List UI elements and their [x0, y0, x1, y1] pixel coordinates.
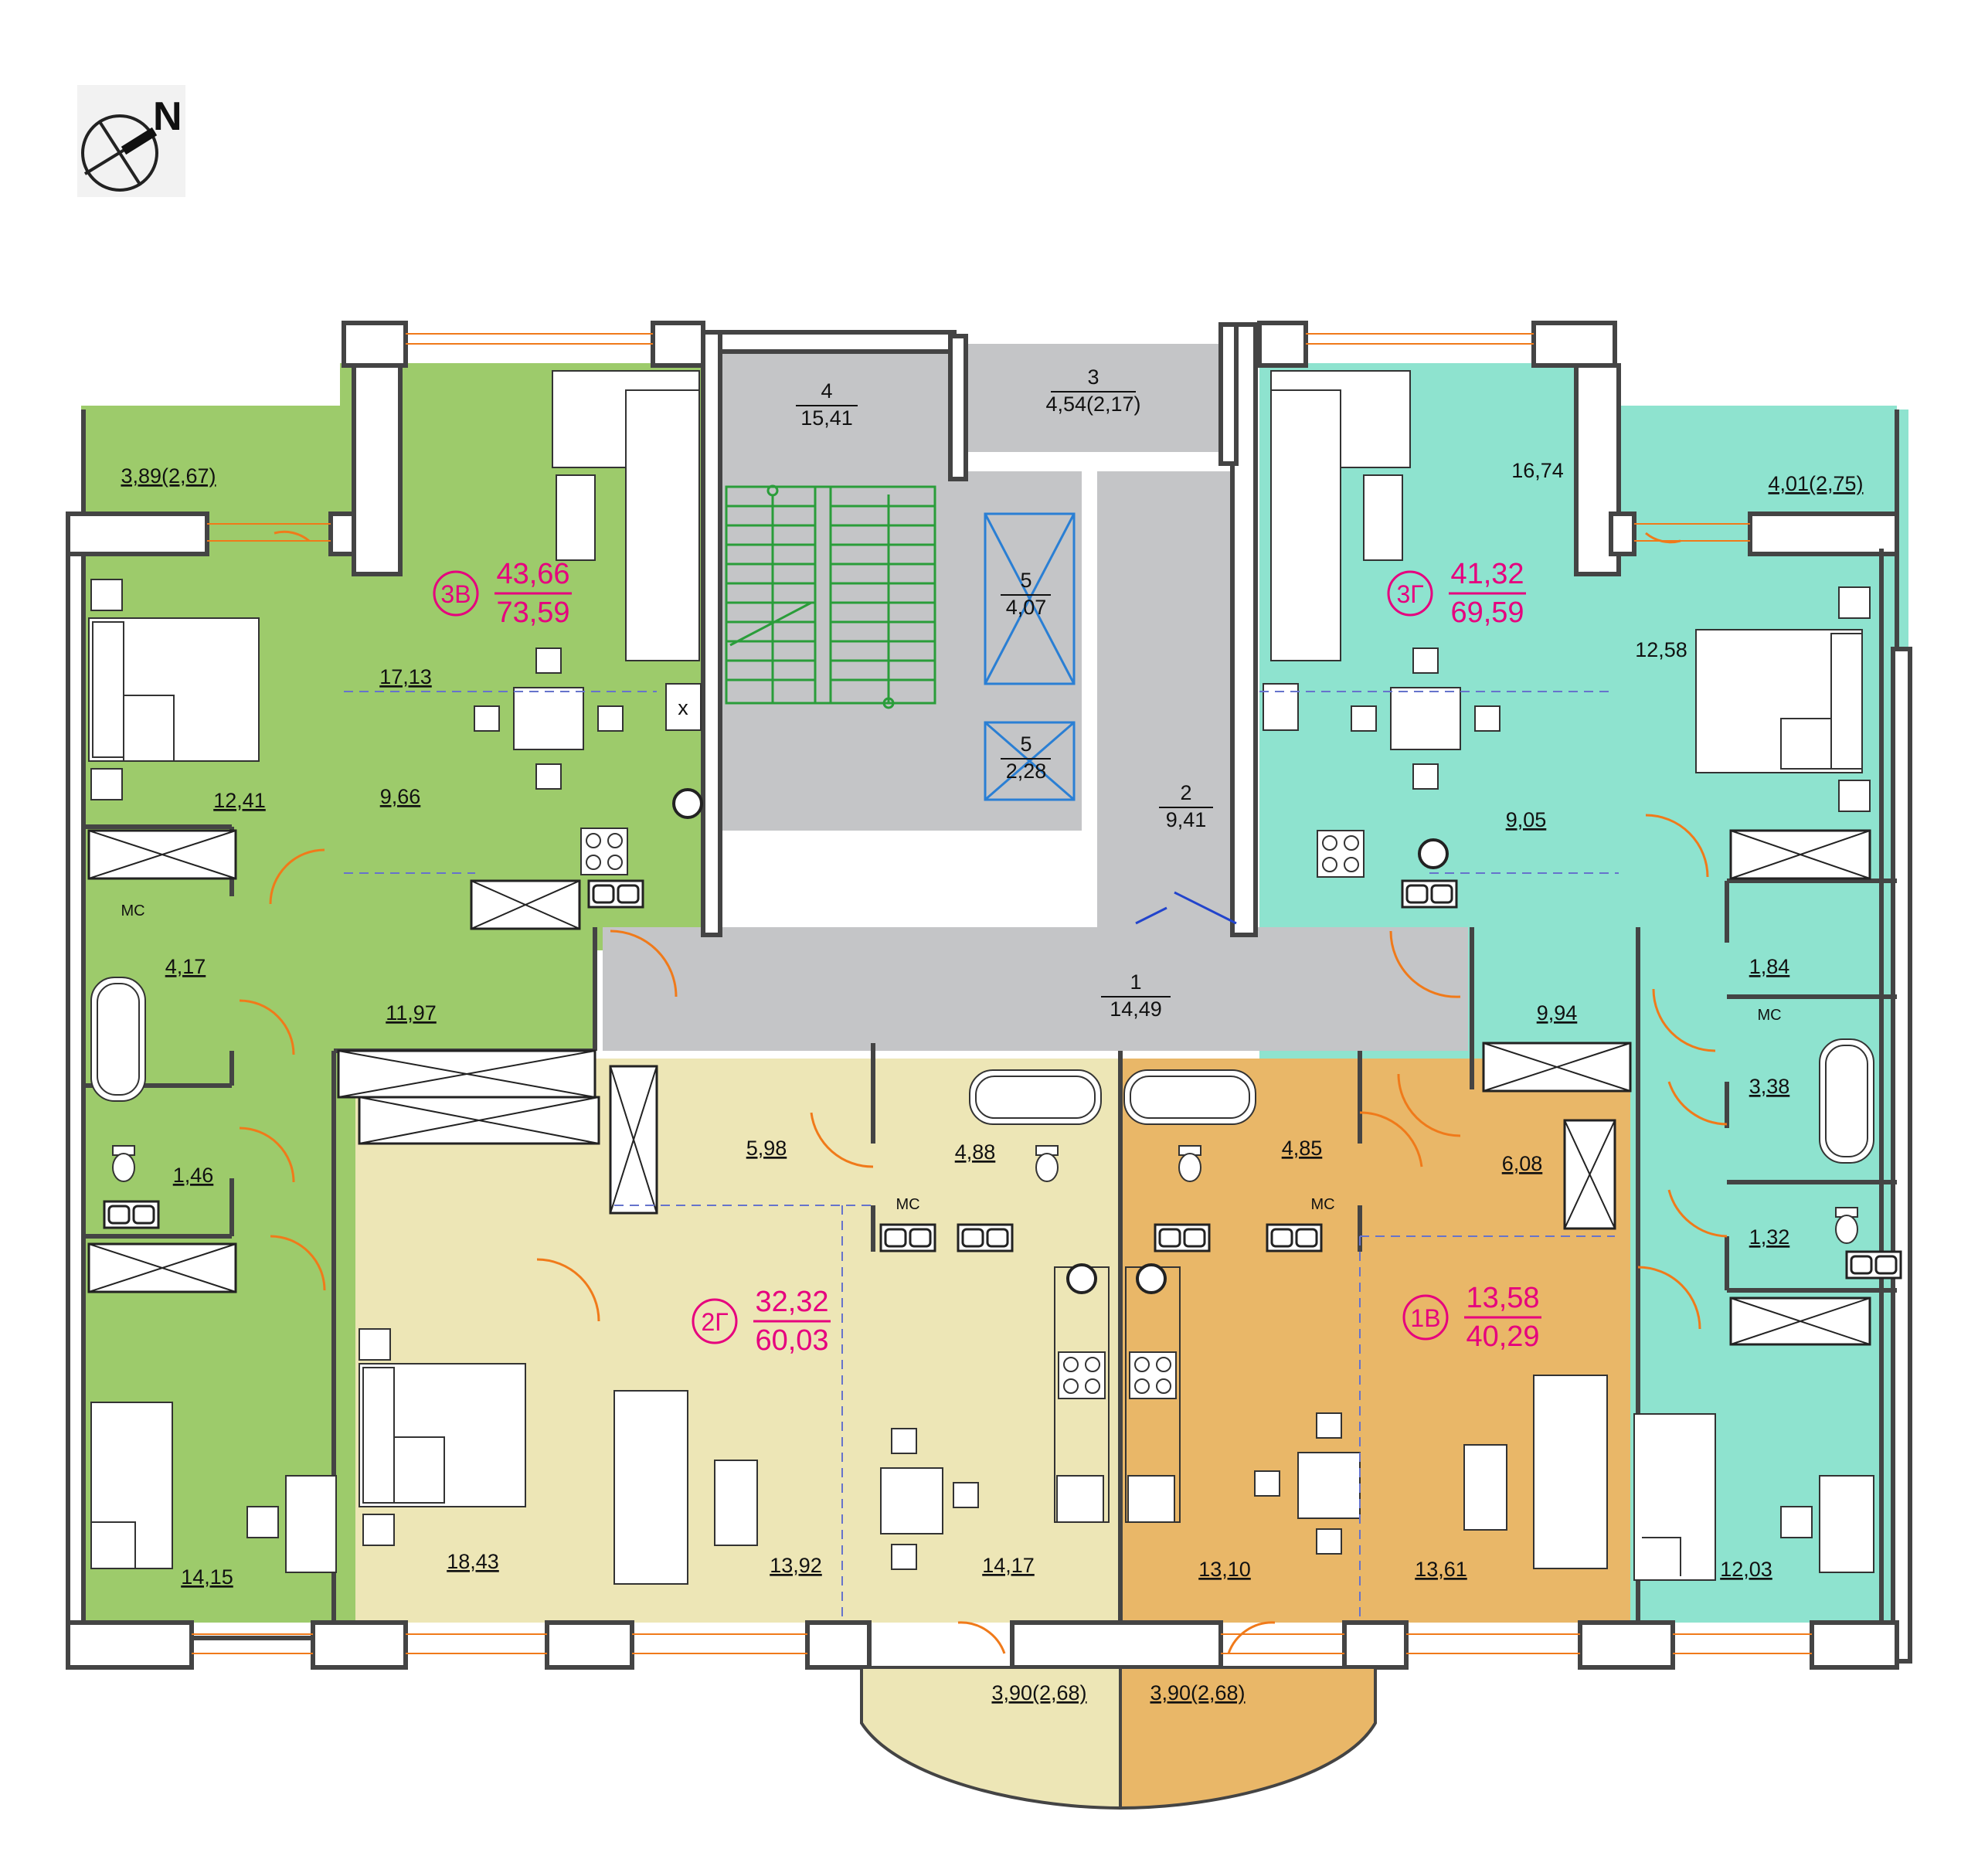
vent-label: х [678, 696, 688, 719]
apt-living-2g: 32,32 [755, 1286, 828, 1318]
area-1v-hall: 6,08 [1502, 1152, 1543, 1175]
area-g3-wc: 1,32 [1749, 1225, 1790, 1249]
bathrooms: МС МС МС МС [90, 902, 1902, 1280]
kitchens: х [580, 683, 1458, 1523]
area-v-hall: 11,97 [386, 1001, 437, 1025]
area-g3-bath: 3,38 [1749, 1075, 1790, 1098]
room-5a-number: 5 [1020, 569, 1031, 592]
area-g3-balcony: 4,01(2,75) [1768, 472, 1863, 495]
desks [90, 579, 1874, 1573]
area-v-liv: 17,13 [379, 665, 432, 688]
area-v-bed2: 14,15 [181, 1565, 233, 1589]
room-5a-area: 4,07 [1006, 596, 1047, 619]
closets [87, 829, 1871, 1346]
badge-3g: 3Г 41,32 69,59 [1387, 558, 1526, 629]
doors [239, 530, 1728, 1654]
bed-2g [359, 1363, 526, 1507]
north-compass-icon: N [77, 85, 185, 197]
mc-label-3g: МС [1757, 1007, 1781, 1024]
badge-2g: 2Г 32,32 60,03 [692, 1286, 831, 1357]
core-common-area [603, 344, 1468, 1051]
area-g3-liv: 16,74 [1511, 459, 1564, 482]
elevators [984, 512, 1237, 925]
apt-total-3v: 73,59 [496, 596, 569, 629]
room-3-number: 3 [1087, 365, 1099, 389]
room-5b-number: 5 [1020, 732, 1031, 756]
room-1-area: 14,49 [1110, 997, 1162, 1021]
bed-3g [1695, 629, 1863, 773]
room-1-number: 1 [1130, 970, 1141, 994]
sofas [552, 370, 1608, 1585]
room-4-number: 4 [821, 379, 832, 403]
apt-code-3g: 3Г [1396, 580, 1423, 608]
area-1v-bath: 4,85 [1282, 1137, 1323, 1160]
area-v-bed1: 12,41 [213, 789, 266, 812]
bed-3v-1 [88, 617, 260, 762]
apt-living-1v: 13,58 [1466, 1282, 1539, 1314]
area-v-wc: 1,46 [173, 1164, 214, 1187]
apt-total-2g: 60,03 [755, 1324, 828, 1357]
area-v-bath: 4,17 [165, 955, 206, 978]
area-g2-bed: 18,43 [447, 1550, 499, 1573]
apt-code-2g: 2Г [701, 1308, 728, 1336]
area-g3-bed2: 12,03 [1720, 1558, 1772, 1581]
badge-1v: 1В 13,58 40,29 [1402, 1282, 1541, 1353]
area-g2-bath: 4,88 [955, 1140, 996, 1164]
area-g3-bed1: 12,58 [1635, 638, 1687, 661]
area-1v-kit: 13,10 [1198, 1558, 1251, 1581]
apt-total-1v: 40,29 [1466, 1320, 1539, 1353]
bed-3v-2 [90, 1402, 173, 1569]
staircase [725, 484, 936, 709]
room-5b-area: 2,28 [1006, 760, 1047, 783]
apt-living-3g: 41,32 [1450, 558, 1524, 590]
room-2-area: 9,41 [1166, 808, 1207, 831]
area-g3-stor: 1,84 [1749, 955, 1790, 978]
area-v-kit: 9,66 [380, 785, 421, 808]
area-g3-hall: 9,94 [1537, 1001, 1578, 1025]
bay-balconies [860, 1666, 1377, 1810]
badge-3v: 3В 43,66 73,59 [433, 558, 572, 629]
balcony-3v [81, 408, 344, 518]
area-v-balcony: 3,89(2,67) [121, 464, 216, 488]
room-2-number: 2 [1180, 781, 1191, 804]
area-1v-balcony: 3,90(2,68) [1150, 1681, 1245, 1704]
mc-label-3v: МС [121, 902, 144, 919]
zone-lines [344, 691, 1619, 1623]
dining-sets [474, 647, 1500, 1570]
area-g2-kit: 14,17 [982, 1554, 1035, 1577]
mc-label-2g: МС [896, 1196, 919, 1213]
apt-code-1v: 1В [1410, 1304, 1440, 1332]
room-4-area: 15,41 [800, 406, 853, 430]
apt-total-3g: 69,59 [1450, 596, 1524, 629]
bed-3g-2 [1633, 1413, 1716, 1581]
area-g2-balcony: 3,90(2,68) [991, 1681, 1086, 1704]
apt-living-3v: 43,66 [496, 558, 569, 590]
room-3-area: 4,54(2,17) [1045, 393, 1140, 416]
area-g2-hall: 5,98 [746, 1137, 787, 1160]
area-1v-liv: 13,61 [1415, 1558, 1467, 1581]
area-g3-kit: 9,05 [1506, 808, 1547, 831]
mc-label-1v: МС [1310, 1196, 1334, 1213]
apt-code-3v: 3В [440, 580, 471, 608]
windows [192, 333, 1812, 1654]
area-g2-liv: 13,92 [770, 1554, 822, 1577]
north-label: N [153, 94, 182, 139]
